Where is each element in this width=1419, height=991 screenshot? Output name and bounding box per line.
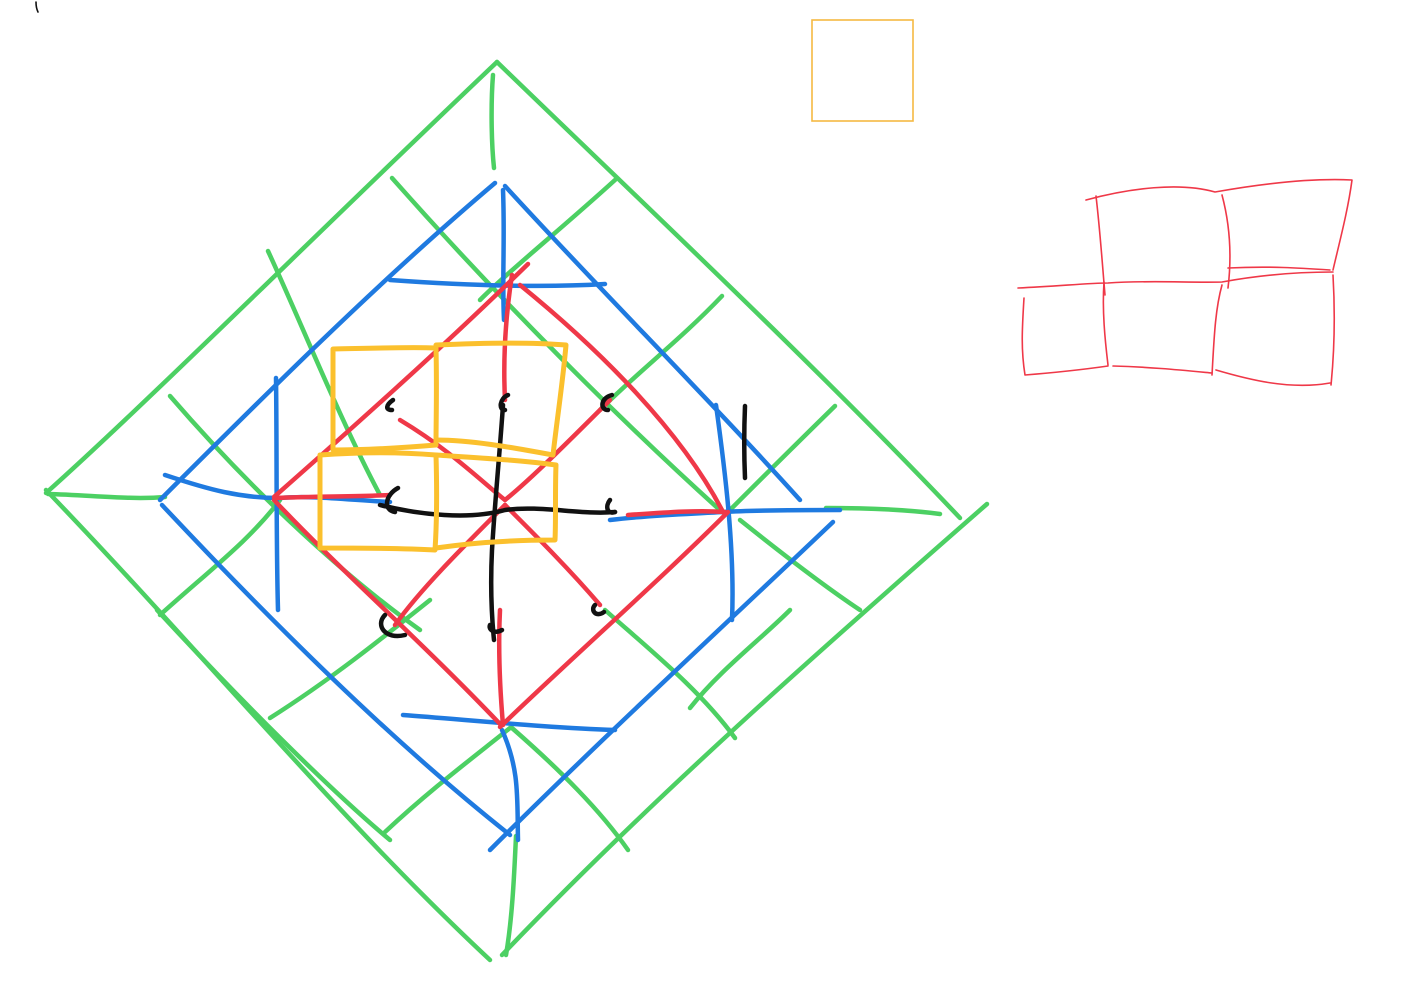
black-mark [487, 622, 505, 634]
green-grid-line [477, 177, 618, 303]
green-axis-right [823, 505, 943, 517]
red-axis-bottom [496, 607, 506, 728]
red-axis-top [502, 272, 515, 403]
green-grid-line [389, 175, 725, 515]
green-outer-edge-bottom-right [499, 501, 990, 958]
yellow-square [433, 340, 569, 458]
red-edge-bottom-left [271, 497, 503, 727]
black-mark [385, 397, 396, 413]
green-grid-line [167, 393, 423, 633]
red-cell [1021, 297, 1109, 376]
blue-edge-top-right [502, 183, 803, 503]
outer-green-diamond-grid [43, 59, 990, 963]
yellow-square [433, 452, 559, 551]
black-mark [498, 392, 511, 413]
red-edge-top-right [517, 282, 725, 513]
red-cell [1095, 195, 1106, 296]
green-grid-line [265, 248, 383, 498]
blue-edge-bottom-right [487, 519, 836, 853]
blue-axis-left [162, 472, 283, 501]
black-mark [384, 485, 401, 515]
red-diagonal [392, 502, 508, 628]
black-mark [378, 612, 408, 639]
green-axis-left [45, 491, 168, 501]
black-mark [600, 392, 615, 413]
red-cell [1112, 365, 1213, 374]
stray-mark [35, 1, 39, 13]
yellow-square [330, 345, 439, 453]
yellow-square-grid [317, 340, 569, 553]
red-cell [1221, 194, 1231, 289]
green-grid-line [687, 607, 793, 711]
blue-edge-top-left [157, 180, 498, 503]
green-axis-top [489, 72, 497, 171]
blue-axis-right [719, 507, 843, 515]
blue-bar-bottom [400, 712, 618, 733]
black-mark [742, 403, 748, 481]
green-grid-line [727, 403, 838, 513]
blue-bar-top [387, 277, 608, 289]
red-cell [1227, 266, 1331, 271]
green-grid-line [154, 607, 393, 843]
red-cell [1102, 281, 1109, 366]
red-cell [1085, 178, 1353, 271]
green-grid-line [509, 725, 631, 853]
green-outer-edge-bottom-left [43, 487, 493, 963]
small-yellow-square [811, 19, 914, 122]
green-grid-line [382, 725, 513, 835]
red-edge-bottom-right [497, 509, 731, 730]
red-cell [1215, 369, 1331, 387]
red-edge-top-left [271, 261, 531, 500]
red-cell [1330, 274, 1336, 386]
red-diagonal [502, 502, 603, 608]
black-vertical-line [488, 402, 506, 643]
blue-axis-top [500, 187, 507, 323]
red-axis-left [273, 492, 393, 501]
black-horizontal-line [377, 502, 618, 518]
blue-edge-bottom-left [159, 502, 513, 838]
red-cell [1017, 271, 1334, 289]
green-grid-line [597, 293, 725, 413]
green-grid-line [267, 597, 433, 721]
green-grid-line [157, 497, 283, 618]
red-cell [1211, 284, 1223, 376]
green-outer-edge-top-right [494, 59, 963, 521]
blue-axis-bottom [499, 727, 521, 843]
yellow-square [317, 450, 440, 553]
black-mark [605, 497, 618, 515]
green-grid-line [737, 517, 863, 613]
red-hand-drawn-cells [1017, 178, 1353, 387]
red-axis-right [625, 508, 728, 518]
green-outer-edge-top-left [43, 59, 500, 496]
green-axis-bottom [503, 833, 519, 958]
red-diagonal [502, 397, 613, 503]
black-mark [590, 602, 607, 617]
